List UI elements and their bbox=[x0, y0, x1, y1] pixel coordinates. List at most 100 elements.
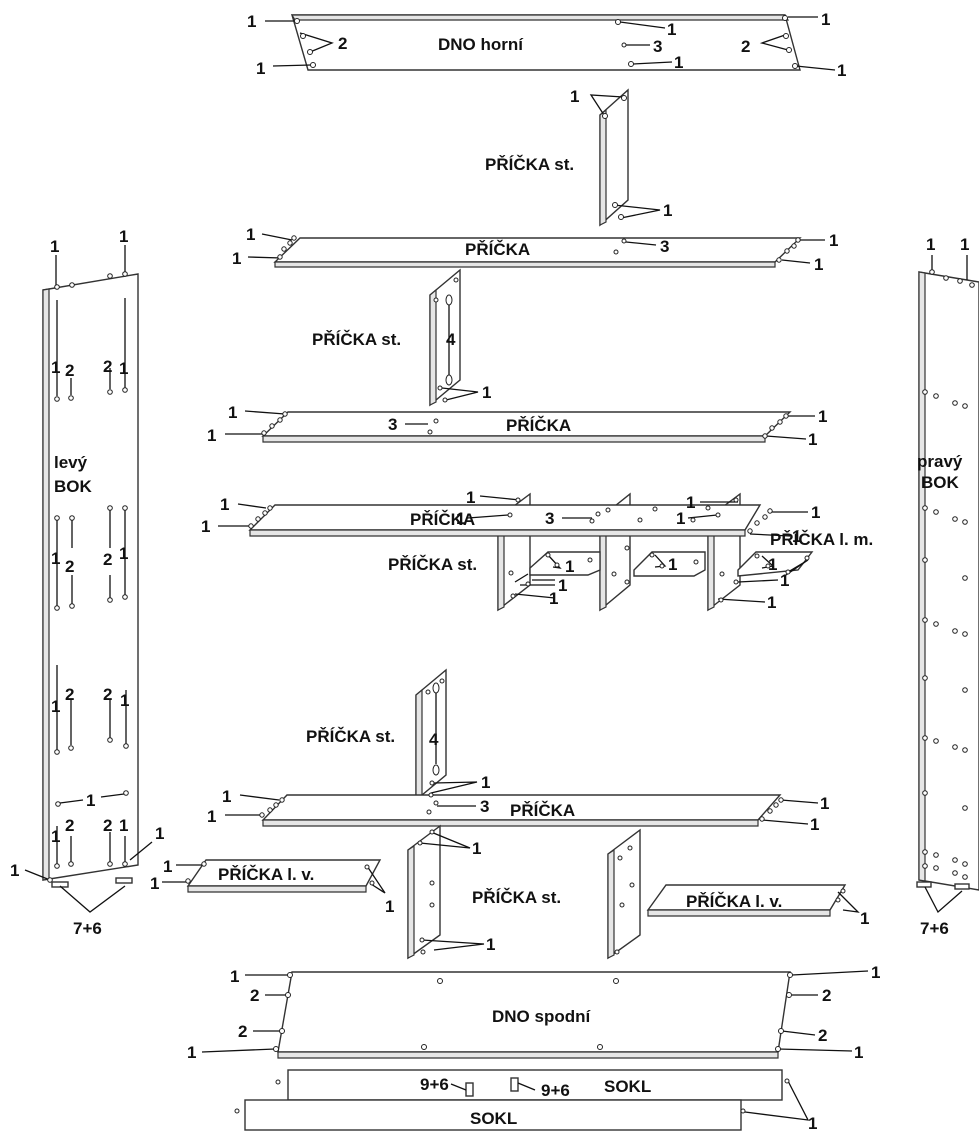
callout-1: 1 bbox=[207, 807, 216, 826]
callout-1: 1 bbox=[119, 227, 128, 246]
callout-2: 2 bbox=[338, 34, 347, 53]
callout-2: 2 bbox=[741, 37, 750, 56]
callout-1: 1 bbox=[456, 509, 465, 528]
callout-1: 1 bbox=[51, 827, 60, 846]
dowel-holes bbox=[47, 15, 975, 1114]
callout-9-6: 9+6 bbox=[541, 1081, 570, 1100]
callout-1: 1 bbox=[486, 935, 495, 954]
label-pricka-lm: PŘÍČKA l. m. bbox=[770, 530, 873, 549]
label-pricka-st-2: PŘÍČKA st. bbox=[312, 330, 401, 349]
callout-1: 1 bbox=[119, 544, 128, 563]
panel-pravy-bok: pravý BOK bbox=[916, 271, 979, 891]
callout-1: 1 bbox=[187, 1043, 196, 1062]
callout-4: 4 bbox=[429, 730, 439, 749]
callout-2: 2 bbox=[103, 816, 112, 835]
callout-1: 1 bbox=[667, 20, 676, 39]
label-pricka-st-4: PŘÍČKA st. bbox=[306, 727, 395, 746]
callout-2: 2 bbox=[65, 361, 74, 380]
callout-1: 1 bbox=[86, 791, 95, 810]
callout-1: 1 bbox=[768, 555, 777, 574]
callout-1: 1 bbox=[51, 358, 60, 377]
callout-3: 3 bbox=[660, 237, 669, 256]
callout-1: 1 bbox=[472, 839, 481, 858]
callout-2: 2 bbox=[250, 986, 259, 1005]
callout-1: 1 bbox=[686, 493, 695, 512]
label-bok-right: BOK bbox=[921, 473, 960, 492]
callout-2: 2 bbox=[238, 1022, 247, 1041]
callout-1: 1 bbox=[246, 225, 255, 244]
callout-1: 1 bbox=[10, 861, 19, 880]
callout-1: 1 bbox=[814, 255, 823, 274]
callout-1: 1 bbox=[150, 874, 159, 893]
label-dno-horni: DNO horní bbox=[438, 35, 524, 54]
callout-2: 2 bbox=[65, 557, 74, 576]
callout-1: 1 bbox=[163, 857, 172, 876]
callout-4: 4 bbox=[446, 330, 456, 349]
callout-9-6: 9+6 bbox=[420, 1075, 449, 1094]
callout-1: 1 bbox=[792, 527, 801, 546]
callout-1: 1 bbox=[926, 235, 935, 254]
callout-1: 1 bbox=[549, 589, 558, 608]
callout-1: 1 bbox=[871, 963, 880, 982]
panel-pricka-4: PŘÍČKA bbox=[261, 794, 782, 827]
panel-pricka-lv-right: PŘÍČKA l. v. bbox=[646, 884, 847, 917]
callout-1: 1 bbox=[676, 509, 685, 528]
callout-3: 3 bbox=[545, 509, 554, 528]
callout-7-6: 7+6 bbox=[73, 919, 102, 938]
label-levy: levý bbox=[54, 453, 88, 472]
label-pricka-2: PŘÍČKA bbox=[506, 416, 571, 435]
callout-1: 1 bbox=[811, 503, 820, 522]
callout-2: 2 bbox=[103, 685, 112, 704]
label-sokl-1: SOKL bbox=[604, 1077, 651, 1096]
panel-pricka-2: PŘÍČKA bbox=[261, 411, 792, 443]
callout-1: 1 bbox=[821, 10, 830, 29]
label-dno-spodni: DNO spodní bbox=[492, 1007, 591, 1026]
callout-1: 1 bbox=[201, 517, 210, 536]
label-pricka-3: PŘÍČKA bbox=[410, 510, 475, 529]
panel-pricka-st-top: PŘÍČKA st. bbox=[485, 88, 629, 227]
callout-7-6: 7+6 bbox=[920, 919, 949, 938]
callout-3: 3 bbox=[480, 797, 489, 816]
label-pricka-st-5: PŘÍČKA st. bbox=[472, 888, 561, 907]
label-pricka-1: PŘÍČKA bbox=[465, 240, 530, 259]
callout-1: 1 bbox=[854, 1043, 863, 1062]
callout-2: 2 bbox=[822, 986, 831, 1005]
callout-1: 1 bbox=[119, 816, 128, 835]
callout-3: 3 bbox=[388, 415, 397, 434]
callout-1: 1 bbox=[51, 549, 60, 568]
callout-1: 1 bbox=[228, 403, 237, 422]
label-pricka-4: PŘÍČKA bbox=[510, 801, 575, 820]
callout-2: 2 bbox=[65, 816, 74, 835]
label-pricka-lv-2: PŘÍČKA l. v. bbox=[686, 892, 782, 911]
callout-1: 1 bbox=[570, 87, 579, 106]
callout-2: 2 bbox=[818, 1026, 827, 1045]
callout-2: 2 bbox=[65, 685, 74, 704]
callout-1: 1 bbox=[482, 383, 491, 402]
callout-1: 1 bbox=[860, 909, 869, 928]
panel-dno-spodni: DNO spodní bbox=[277, 971, 791, 1059]
callout-1: 1 bbox=[674, 53, 683, 72]
callout-1: 1 bbox=[808, 1114, 817, 1131]
panel-sokl-1: SOKL bbox=[287, 1069, 783, 1101]
callout-1: 1 bbox=[808, 430, 817, 449]
callout-1: 1 bbox=[565, 557, 574, 576]
callout-1: 1 bbox=[119, 359, 128, 378]
callout-1: 1 bbox=[558, 576, 567, 595]
callout-1: 1 bbox=[829, 231, 838, 250]
callout-1: 1 bbox=[256, 59, 265, 78]
callout-1: 1 bbox=[232, 249, 241, 268]
callout-1: 1 bbox=[780, 571, 789, 590]
panel-pricka-lv-left: PŘÍČKA l. v. bbox=[186, 859, 382, 893]
callout-2: 2 bbox=[103, 550, 112, 569]
label-pricka-st-3: PŘÍČKA st. bbox=[388, 555, 477, 574]
panel-pricka-st-5: PŘÍČKA st. bbox=[407, 824, 641, 960]
callout-1: 1 bbox=[50, 237, 59, 256]
callout-1: 1 bbox=[820, 794, 829, 813]
panel-pricka-st-2: PŘÍČKA st. bbox=[312, 268, 461, 407]
panel-levy-bok: levý BOK bbox=[42, 273, 139, 888]
callout-1: 1 bbox=[481, 773, 490, 792]
label-pricka-lv-1: PŘÍČKA l. v. bbox=[218, 865, 314, 884]
panel-pricka-1: PŘÍČKA bbox=[273, 237, 802, 268]
label-pravy: pravý bbox=[917, 452, 963, 471]
